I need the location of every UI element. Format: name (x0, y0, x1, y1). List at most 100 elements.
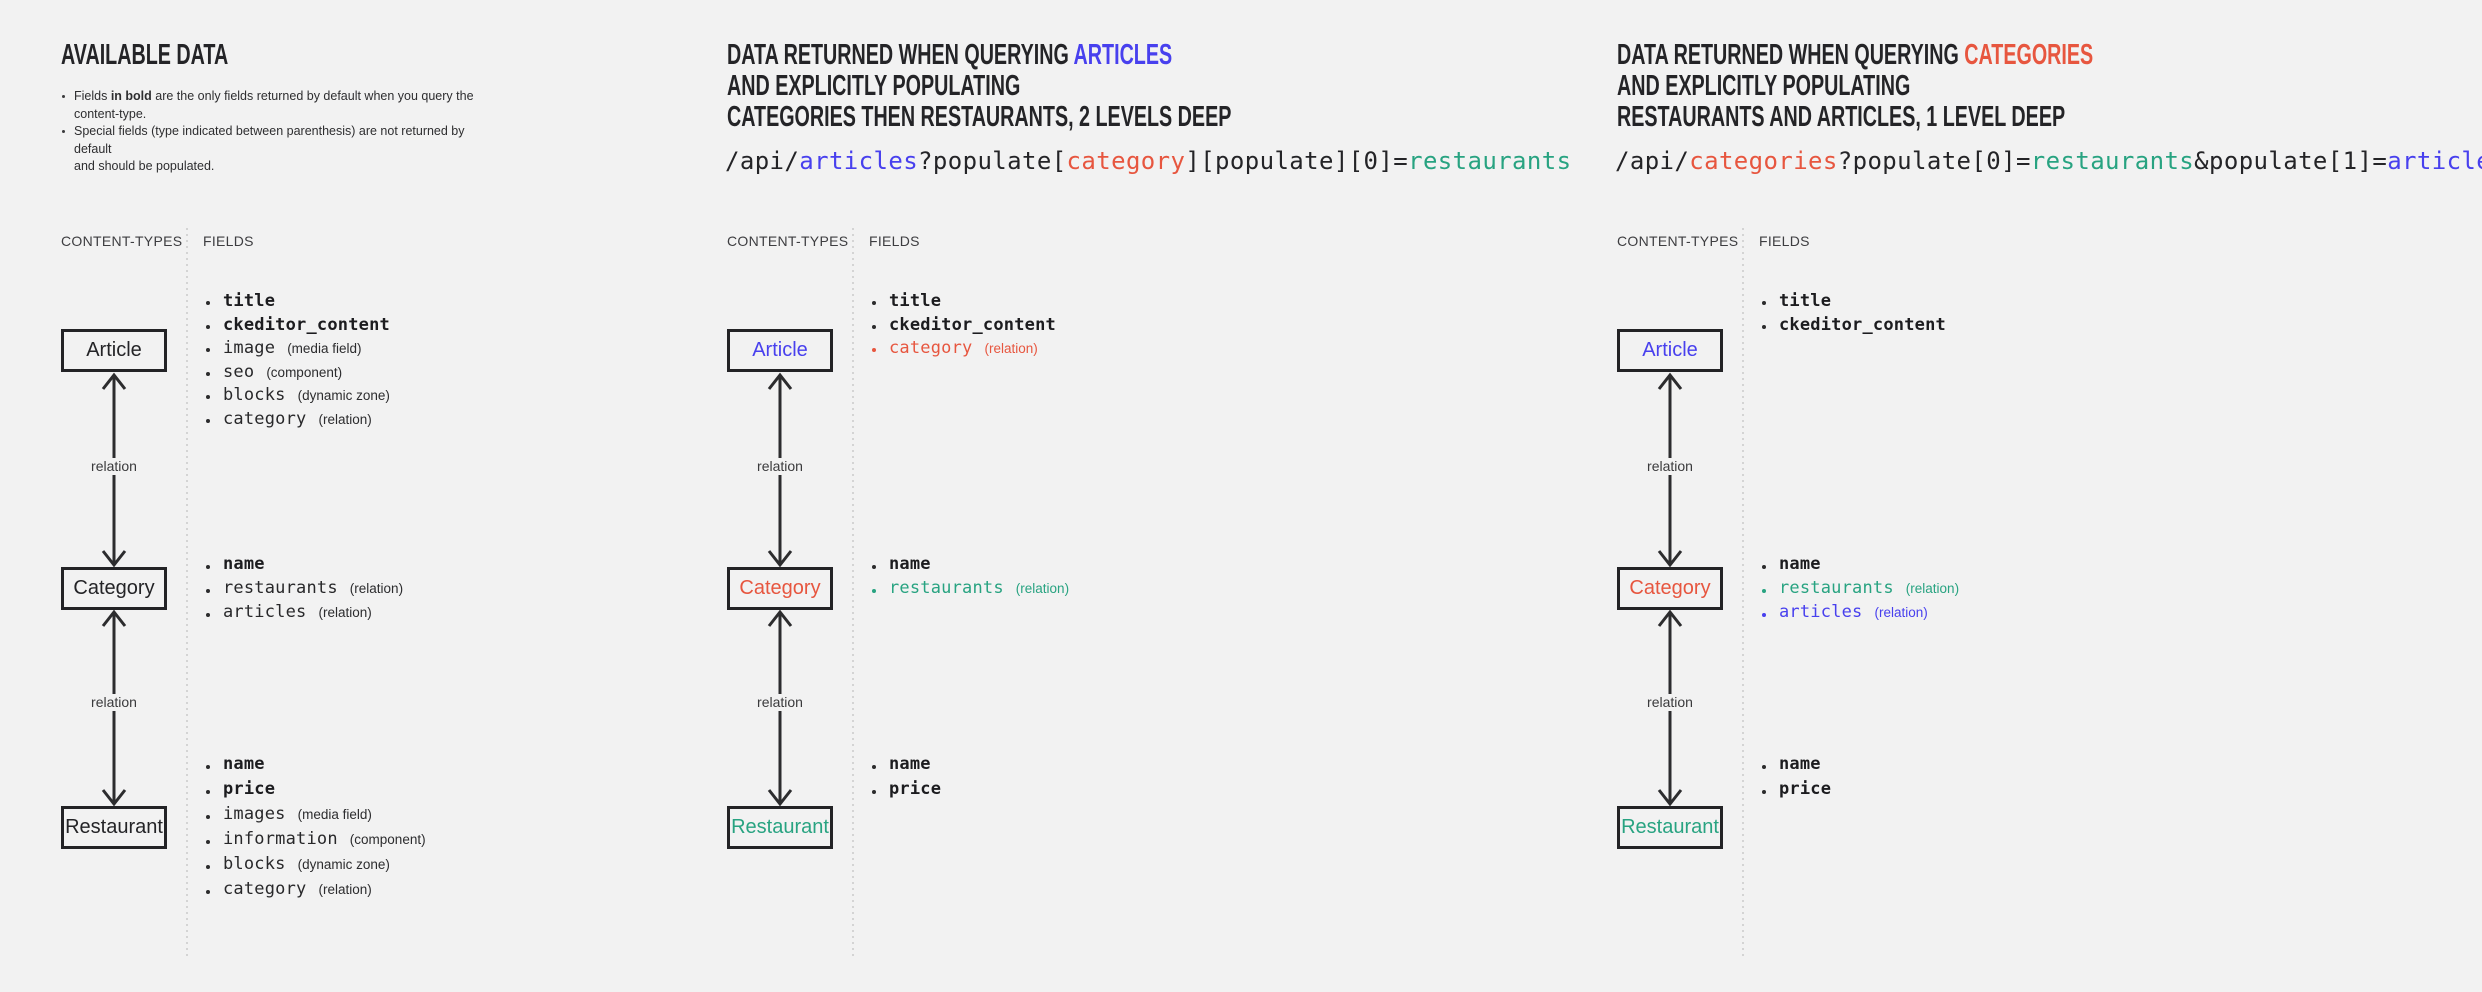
field-row: seo(component) (206, 362, 390, 386)
text-line: AND EXPLICITLY POPULATING (727, 71, 1231, 102)
text-segment: ?populate[0]= (1837, 147, 2031, 175)
content-type-box-restaurant: Restaurant (727, 806, 833, 849)
bullet-icon (1762, 612, 1766, 617)
text-line: /api/articles?populate[category][populat… (725, 147, 1571, 175)
field-row: price (872, 779, 941, 804)
relation-label: relation (86, 694, 142, 711)
field-name: category (889, 338, 973, 358)
api-url: /api/categories?populate[0]=restaurants&… (1615, 147, 2482, 175)
field-name: name (1779, 554, 1821, 574)
field-row: ckeditor_content (1762, 315, 1946, 339)
bullet-icon (872, 588, 876, 593)
arrowhead-up-icon (1657, 609, 1683, 627)
text-segment: restaurants (1408, 147, 1572, 175)
field-name: seo (223, 361, 255, 382)
field-name: restaurants (1779, 578, 1894, 598)
category-fields: name restaurants(relation)articles (relati… (206, 554, 403, 626)
text-segment: articles (799, 147, 919, 175)
bullet-icon (872, 564, 876, 569)
field-row: restaurants(relation) (206, 578, 403, 602)
text-line: /api/categories?populate[0]=restaurants&… (1615, 147, 2482, 175)
content-types-label: CONTENT-TYPES (61, 233, 183, 249)
arrowhead-down-icon (767, 550, 793, 568)
note-text: Fields in bold are the only fields retur… (74, 89, 474, 121)
field-row: ckeditor_content (206, 315, 390, 339)
field-name: articles (223, 602, 307, 622)
field-name: category (223, 879, 307, 899)
text-segment: &populate[1]= (2194, 147, 2388, 175)
field-name: price (1779, 779, 1832, 799)
field-row: title (206, 291, 390, 315)
content-type-box-category: Category (1617, 567, 1723, 610)
field-name: name (889, 754, 931, 774)
relation-label: relation (752, 694, 808, 711)
field-row: information(component) (206, 829, 426, 854)
field-name: ckeditor_content (223, 314, 390, 335)
arrowhead-down-icon (767, 789, 793, 807)
bullet-icon (206, 301, 210, 306)
api-url: /api/articles?populate[category][populat… (725, 147, 1571, 175)
field-row: name (206, 554, 403, 578)
arrowhead-up-icon (101, 609, 127, 627)
content-types-label: CONTENT-TYPES (1617, 233, 1739, 249)
field-type: (relation) (1015, 581, 1070, 596)
text-segment: AVAILABLE DATA (61, 39, 229, 71)
field-type: (media field) (287, 341, 362, 356)
field-name: restaurants (889, 578, 1004, 598)
text-line: CATEGORIES THEN RESTAURANTS, 2 LEVELS DE… (727, 102, 1231, 133)
bullet-icon (1762, 790, 1766, 794)
bullet-icon (206, 348, 210, 353)
bullet-icon (206, 324, 210, 329)
bullet-icon (1762, 301, 1766, 306)
bullet-icon (206, 815, 210, 819)
field-name: restaurants (223, 578, 338, 598)
relation-label: relation (1642, 694, 1698, 711)
text-line: DATA RETURNED WHEN QUERYING ARTICLES (727, 40, 1231, 71)
bullet-icon (206, 418, 210, 423)
text-segment: CATEGORIES THEN RESTAURANTS, 2 LEVELS DE… (727, 101, 1232, 133)
field-name: ckeditor_content (889, 314, 1056, 335)
bullet-icon (62, 95, 65, 98)
arrowhead-up-icon (101, 372, 127, 390)
field-row: category(relation) (872, 338, 1056, 362)
field-row: name (1762, 554, 1959, 578)
text-segment: CATEGORIES (1964, 39, 2094, 71)
fields-label: FIELDS (1759, 233, 1810, 249)
text-segment: articles (2387, 147, 2482, 175)
bullet-icon (872, 790, 876, 794)
restaurant-fields: name price (872, 754, 941, 804)
field-name: name (223, 554, 265, 574)
bullet-icon (206, 371, 210, 376)
bullet-icon (206, 865, 210, 869)
text-line: RESTAURANTS AND ARTICLES, 1 LEVEL DEEP (1617, 102, 2093, 133)
field-name: articles (1779, 602, 1863, 622)
content-types-label: CONTENT-TYPES (727, 233, 849, 249)
text-segment: RESTAURANTS AND ARTICLES, 1 LEVEL DEEP (1617, 101, 2066, 133)
field-name: name (889, 554, 931, 574)
column-divider (186, 228, 188, 957)
column-divider (852, 228, 854, 957)
field-row: name (206, 754, 426, 779)
text-segment: DATA RETURNED WHEN QUERYING (727, 39, 1074, 71)
field-row: articles(relation) (1762, 602, 1959, 626)
arrowhead-up-icon (767, 609, 793, 627)
field-type: (dynamic zone) (297, 388, 390, 403)
text-segment: AND EXPLICITLY POPULATING (1617, 70, 1911, 102)
field-type: (relation) (318, 605, 372, 620)
field-name: information (223, 829, 338, 849)
text-segment: ?populate[ (918, 147, 1067, 175)
bullet-icon (206, 564, 210, 569)
field-name: title (1779, 291, 1832, 311)
field-name: ckeditor_content (1779, 314, 1946, 335)
field-row: category(relation) (206, 879, 426, 904)
fields-label: FIELDS (203, 233, 254, 249)
arrowhead-down-icon (1657, 789, 1683, 807)
bullet-icon (1762, 588, 1766, 593)
